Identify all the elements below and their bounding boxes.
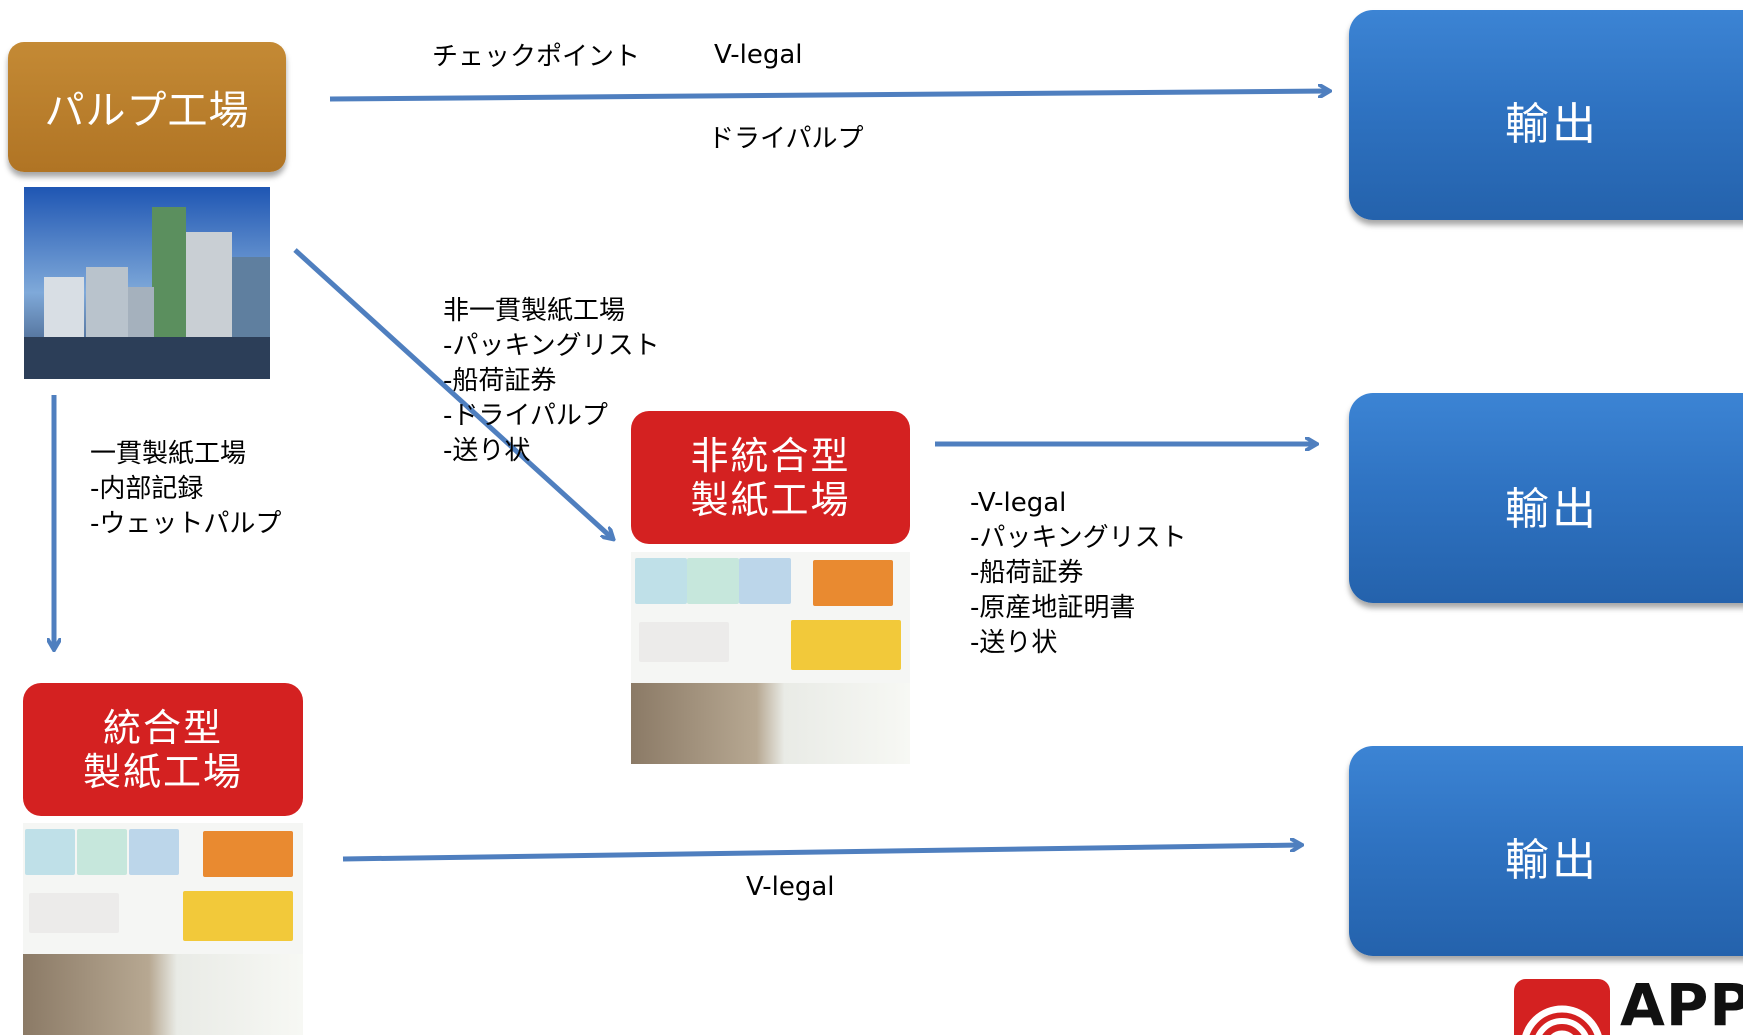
export-box-3: 輸出 (1349, 746, 1743, 956)
non-integrated-mill-line2: 製紙工場 (690, 477, 851, 522)
non-integrated-flow-line: -送り状 (443, 436, 531, 466)
integrated-mill-box: 統合型 製紙工場 (23, 683, 303, 816)
integrated-flow-line: 一貫製紙工場 (90, 439, 247, 469)
export-label-1: 輸出 (1505, 99, 1599, 150)
dry-pulp-label: ドライパルプ (708, 124, 864, 154)
non-integrated-export-line: -船荷証券 (970, 558, 1084, 588)
non-integrated-mill-line1: 非統合型 (690, 433, 851, 478)
integrated-mill-line2: 製紙工場 (82, 749, 243, 794)
non-integrated-paper-photo (631, 552, 910, 764)
non-integrated-export-labels: -V-legal -パッキングリスト -船荷証券 -原産地証明書 -送り状 (970, 486, 1187, 661)
non-integrated-export-line: -送り状 (970, 628, 1058, 658)
arrow-pulp-to-nonintegrated (293, 248, 612, 538)
integrated-flow-line: -内部記録 (90, 474, 204, 504)
non-integrated-export-line: -V-legal (970, 488, 1067, 518)
arrow-pulp-to-export (329, 91, 1328, 102)
export-box-2: 輸出 (1349, 393, 1743, 603)
pulp-mill-box: パルプ工場 (8, 42, 286, 172)
integrated-flow-labels: 一貫製紙工場 -内部記録 -ウェットパルプ (90, 437, 281, 542)
pulp-plant-photo (24, 187, 270, 379)
app-logo-mark (1514, 979, 1610, 1035)
integrated-mill-line1: 統合型 (102, 705, 223, 750)
integrated-paper-photo (23, 823, 303, 1035)
non-integrated-flow-line: -ドライパルプ (443, 401, 608, 431)
non-integrated-export-line: -パッキングリスト (970, 523, 1187, 553)
integrated-flow-line: -ウェットパルプ (90, 509, 282, 539)
non-integrated-export-line: -原産地証明書 (970, 593, 1136, 623)
integrated-vlegal-label: V-legal (746, 872, 835, 902)
checkpoint-label: チェックポイント (432, 42, 641, 72)
non-integrated-flow-line: -パッキングリスト (443, 331, 660, 361)
top-vlegal-label: V-legal (714, 40, 803, 70)
app-logo-text: APP (1620, 975, 1743, 1035)
non-integrated-mill-box: 非統合型 製紙工場 (631, 411, 910, 544)
export-label-2: 輸出 (1505, 484, 1599, 535)
non-integrated-flow-line: 非一貫製紙工場 (443, 296, 626, 326)
export-label-3: 輸出 (1505, 835, 1599, 886)
pulp-mill-label: パルプ工場 (44, 88, 250, 134)
app-logo: APP (1508, 975, 1743, 1035)
non-integrated-flow-line: -船荷証券 (443, 366, 557, 396)
arrow-integrated-to-export (342, 845, 1300, 862)
non-integrated-flow-labels: 非一貫製紙工場 -パッキングリスト -船荷証券 -ドライパルプ -送り状 (443, 294, 660, 469)
export-box-1: 輸出 (1349, 10, 1743, 220)
